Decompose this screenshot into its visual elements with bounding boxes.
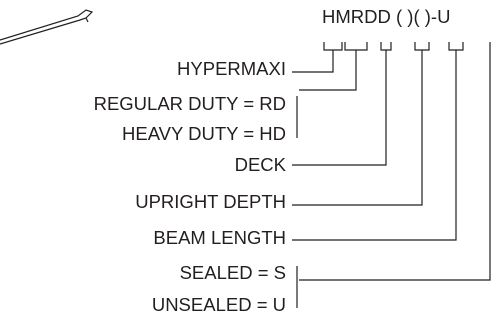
hypermaxi-leader bbox=[292, 42, 343, 73]
label-heavy-duty: HEAVY DUTY = HD bbox=[122, 123, 286, 144]
deck-leader bbox=[292, 42, 392, 166]
label-unsealed: UNSEALED = U bbox=[151, 294, 286, 315]
model-code: HMRDD ( )( )-U bbox=[322, 6, 451, 27]
duty-leader bbox=[299, 42, 368, 91]
product-illustration bbox=[0, 9, 94, 45]
beam-length-leader bbox=[292, 42, 464, 241]
upright-depth-leader bbox=[292, 42, 430, 206]
label-hypermaxi: HYPERMAXI bbox=[177, 58, 286, 79]
sealed-leader bbox=[299, 42, 491, 281]
label-upright-depth: UPRIGHT DEPTH bbox=[135, 191, 286, 212]
label-beam-length: BEAM LENGTH bbox=[153, 227, 286, 248]
label-sealed: SEALED = S bbox=[179, 262, 286, 283]
label-regular-duty: REGULAR DUTY = RD bbox=[93, 93, 286, 114]
label-deck: DECK bbox=[234, 154, 286, 175]
